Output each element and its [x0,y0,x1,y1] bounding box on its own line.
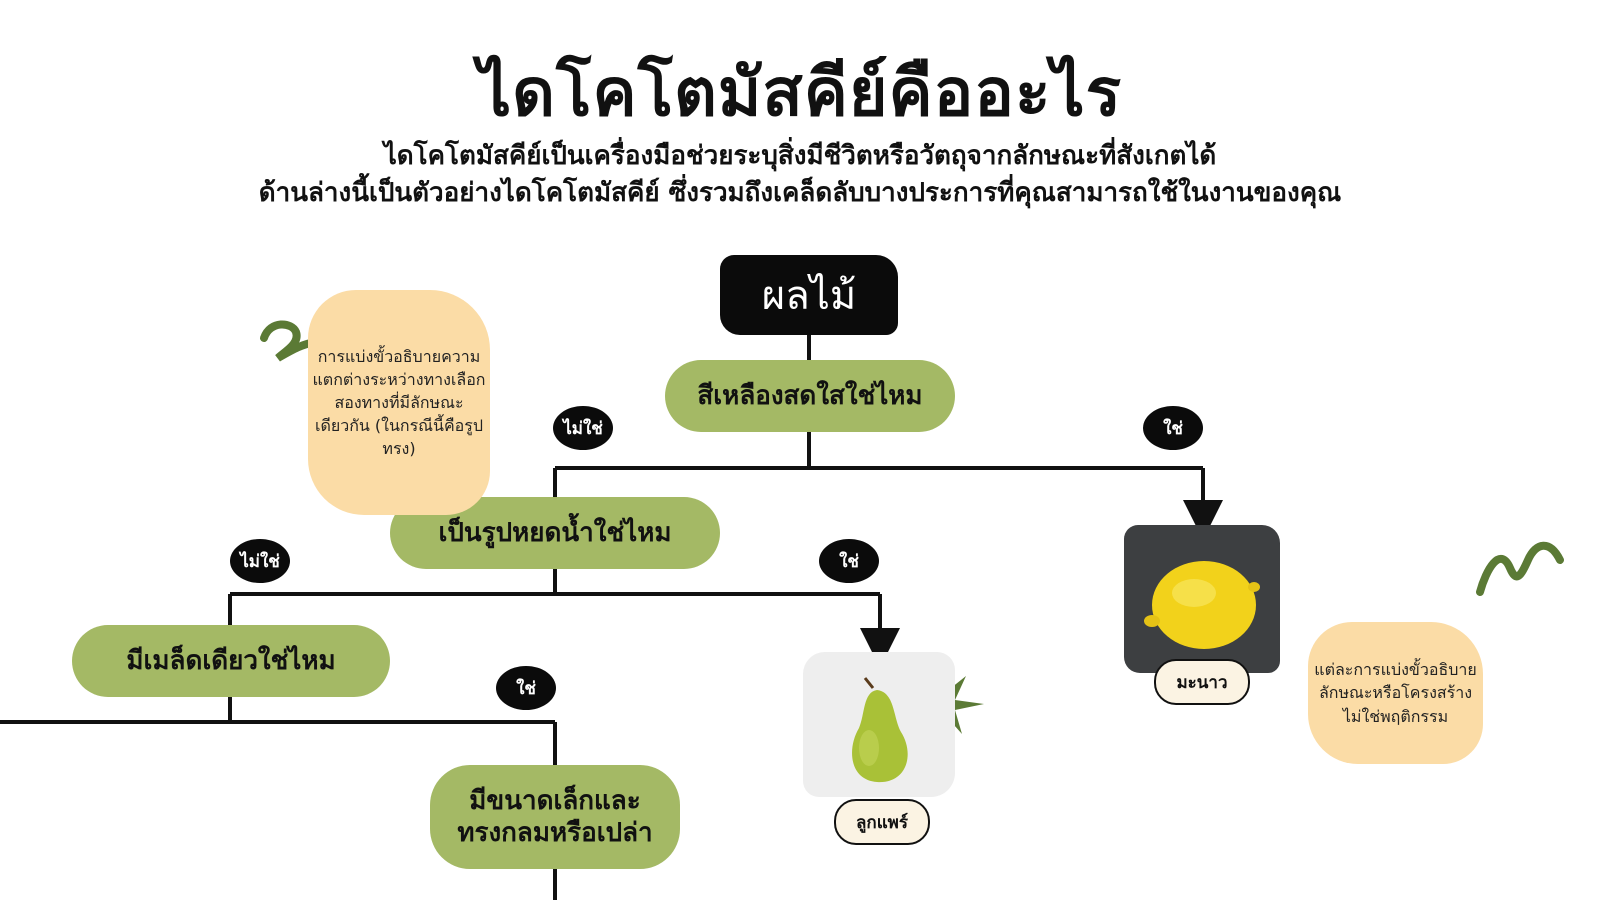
question-node-4-line-2: ทรงกลมหรือเปล่า [457,818,653,848]
answer-badge-no-2: ไม่ใช่ [230,539,290,583]
question-node-1: สีเหลืองสดใสใช่ไหม [665,360,955,432]
lemon-photo [1124,525,1280,673]
answer-badge-no-1: ไม่ใช่ [553,406,613,450]
note-right: แต่ละการแบ่งขั้วอธิบายลักษณะหรือโครงสร้า… [1308,622,1483,764]
result-label-lemon: มะนาว [1154,659,1250,705]
result-label-pear: ลูกแพร์ [834,799,930,845]
question-node-3: มีเมล็ดเดียวใช่ไหม [72,625,390,697]
note-left: การแบ่งขั้วอธิบายความแตกต่างระหว่างทางเล… [308,290,490,515]
answer-badge-yes-2: ใช่ [819,539,879,583]
lemon-icon [1144,561,1260,649]
wave-doodle-icon [1476,541,1564,596]
question-node-4-line-1: มีขนาดเล็กและ [469,785,641,816]
answer-badge-yes-1: ใช่ [1143,406,1203,450]
answer-badge-yes-3: ใช่ [496,666,556,710]
question-node-4: มีขนาดเล็กและ ทรงกลมหรือเปล่า [430,765,680,869]
subtitle-line-1: ไดโคโตมัสคีย์เป็นเครื่องมือช่วยระบุสิ่งม… [383,141,1217,171]
page-title: ไดโคโตมัสคีย์คืออะไร [477,54,1123,131]
squiggle-doodle-icon [260,320,320,362]
pear-photo [803,652,955,797]
subtitle-line-2: ด้านล่างนี้เป็นตัวอย่างไดโคโตมัสคีย์ ซึ่… [258,178,1342,208]
root-node: ผลไม้ [720,255,898,335]
pear-icon [852,677,908,783]
